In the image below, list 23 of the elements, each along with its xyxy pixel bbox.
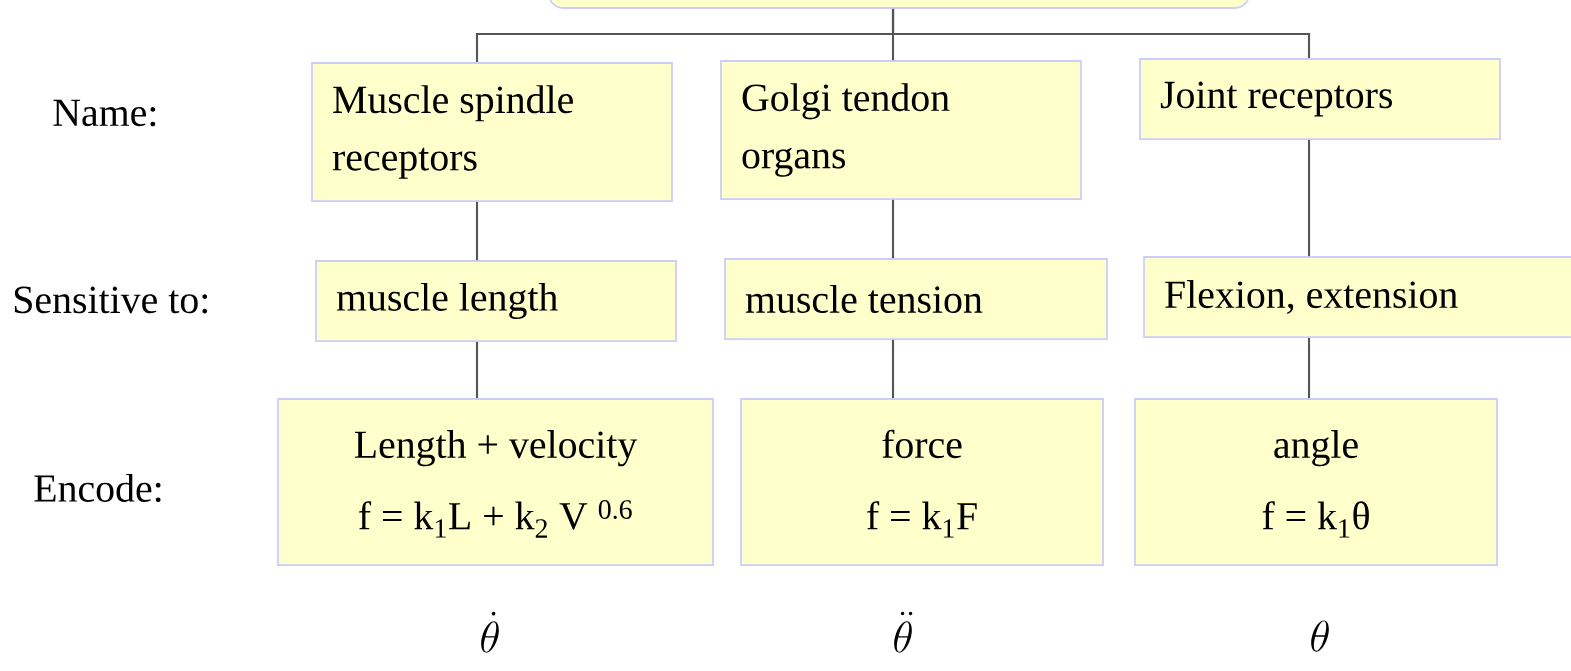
row-label: Sensitive to: [14,286,208,314]
theta-symbol: $\ddot{\theta}$ [894,611,913,653]
category-box: muscle length [315,260,677,342]
row-label: Encode: [34,473,161,503]
encoding-box: Length + velocity f = k$_{1}$L + k$_{2}$ V $^{0.6}$ [277,398,714,566]
category-box: Flexion, extension [1143,256,1571,338]
category-box: Golgi tendon organs [720,60,1082,200]
category-box: muscle tension [724,258,1108,340]
category-box: Joint receptors [1139,58,1501,140]
theta-symbol: $\dot{\theta}$ [481,611,499,653]
connector-line [475,201,479,261]
encoding-box: angle f = k$_{1}$θ [1134,398,1498,566]
top-box [548,0,1250,9]
connector-line [1307,139,1311,257]
connector-line [891,199,895,259]
connector-line [475,341,479,399]
encoding-box: force f = k$_{1}$F [740,398,1104,566]
theta-symbol: $\theta$ [1311,620,1329,652]
row-label: Name: [53,99,156,127]
category-box: Muscle spindle receptors [311,62,673,202]
connector-line [1307,337,1311,399]
connector-line [891,8,1311,59]
connector-line [891,339,895,399]
